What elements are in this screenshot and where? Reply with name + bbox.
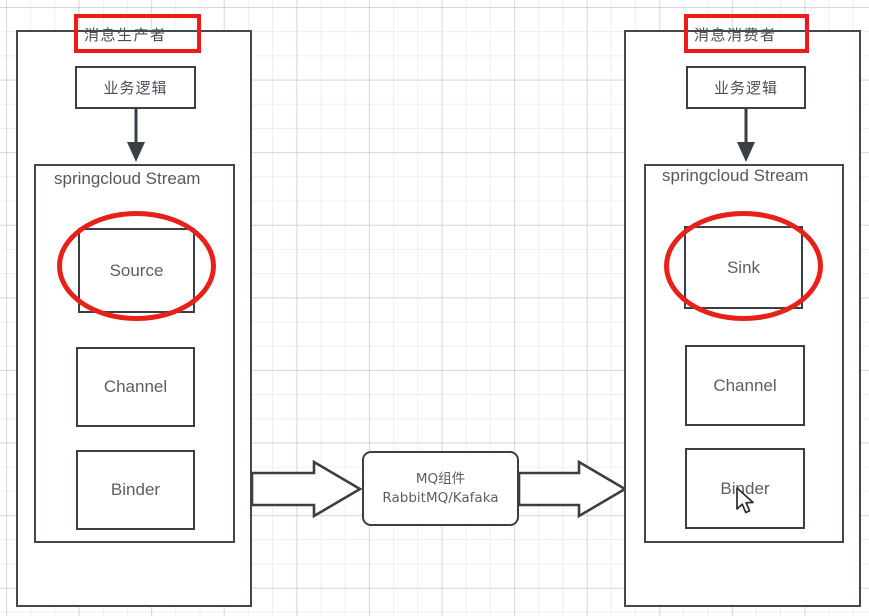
consumer-business-logic-label: 业务逻辑 [713,79,778,97]
consumer-title: 消息消费者 [694,26,777,44]
producer-stream-label: springcloud Stream [54,169,201,188]
consumer-channel-box: Channel [685,345,805,426]
producer-binder-label: Binder [110,480,161,499]
mq-component-line2: RabbitMQ/Kafaka [382,489,499,506]
consumer-stream-label: springcloud Stream [662,166,809,185]
producer-title-highlight [74,14,201,53]
mq-component-box: MQ组件 RabbitMQ/Kafaka [362,451,519,526]
producer-channel-label: Channel [103,377,168,396]
consumer-title-highlight [684,14,809,53]
consumer-binder-label: Binder [720,478,770,498]
mq-component-line1: MQ组件 [415,471,466,488]
consumer-binder-box: Binder [685,448,805,529]
producer-business-logic-label: 业务逻辑 [103,79,168,97]
source-highlight-ellipse [57,211,216,321]
producer-binder-box: Binder [76,450,195,530]
sink-highlight-ellipse [664,211,823,321]
consumer-business-logic-box: 业务逻辑 [686,66,806,109]
producer-title: 消息生产者 [84,26,167,44]
producer-business-logic-box: 业务逻辑 [75,66,196,109]
producer-channel-box: Channel [76,347,195,427]
consumer-channel-label: Channel [713,375,777,395]
